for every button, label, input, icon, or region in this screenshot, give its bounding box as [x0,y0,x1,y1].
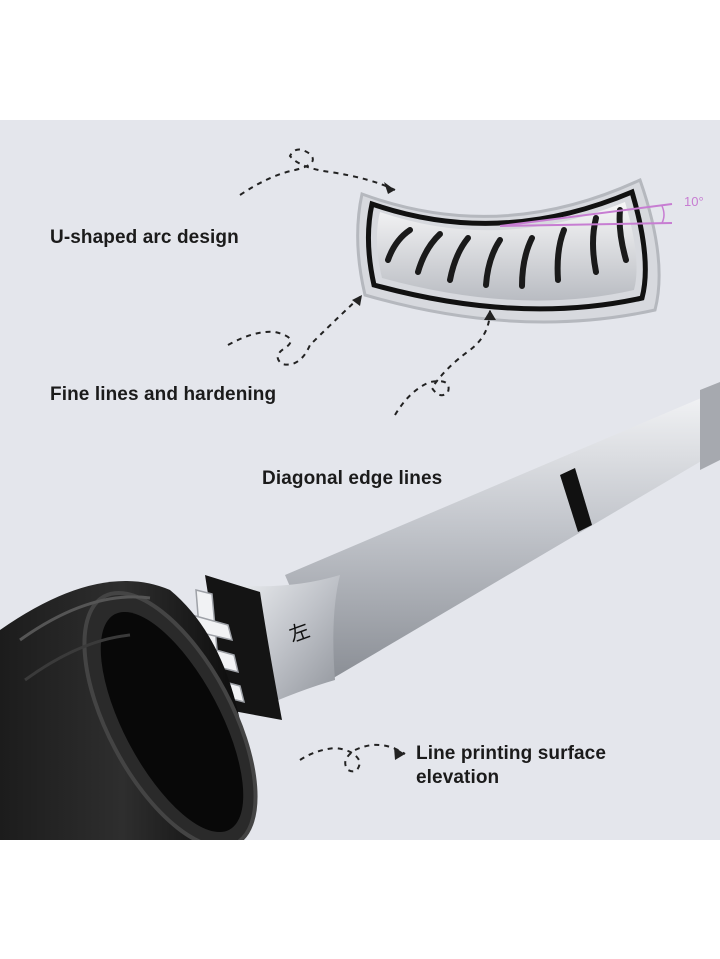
callout-line-printing-line2: elevation [416,767,500,788]
callout-u-shaped: U-shaped arc design [50,227,239,248]
callout-diagonal: Diagonal edge lines [262,468,443,489]
stamp-head-closeup: 10° [356,177,704,324]
callout-fine-lines: Fine lines and hardening [50,384,277,405]
arrow-heads [352,182,496,760]
callout-arrows [227,148,491,773]
callout-line-printing-line1: Line printing surface [416,743,607,764]
callout-line-printing: Line printing surface elevation [416,742,606,790]
product-photo-panel: 10° 左 [0,120,720,840]
angle-label: 10° [684,194,704,209]
handle: 左 [190,382,720,720]
product-illustration: 10° 左 [0,148,720,840]
black-cylinder [0,581,258,840]
